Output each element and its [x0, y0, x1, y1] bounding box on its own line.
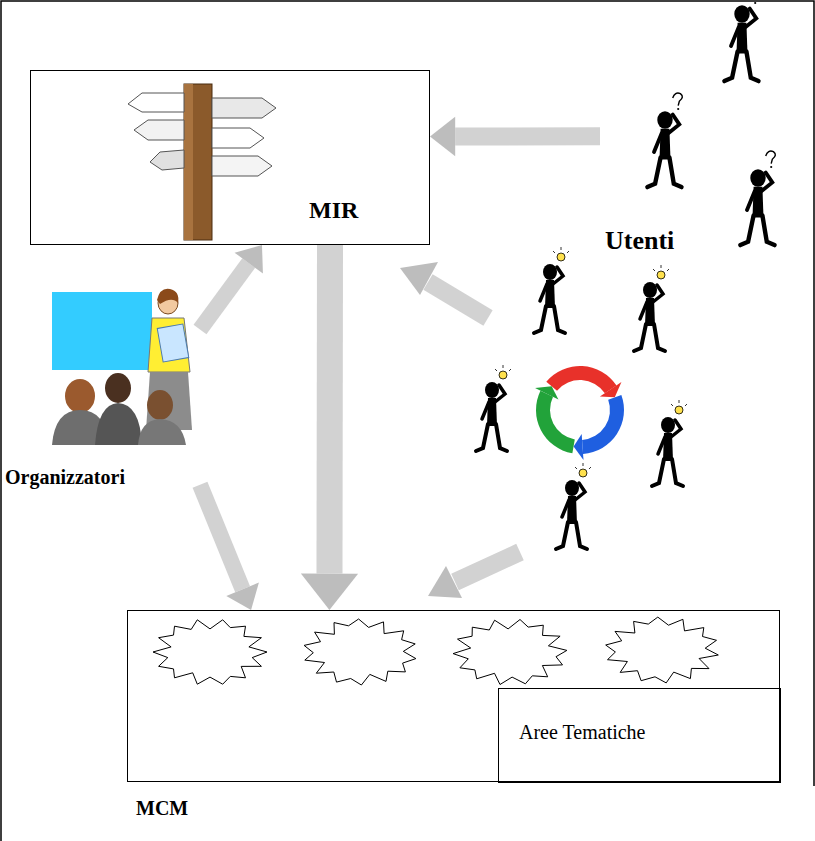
topic-burst: [606, 617, 719, 683]
node-label: MIR: [309, 197, 358, 225]
flow-arrow: [200, 245, 263, 329]
arrow-head: [430, 117, 455, 157]
arrow-shaft: [200, 485, 243, 590]
idea-person: [652, 400, 687, 486]
topic-burst: [304, 619, 416, 685]
flow-arrow: [430, 117, 600, 157]
idea-person: [634, 265, 669, 351]
community-arrows: [400, 262, 520, 598]
idea-person: [534, 247, 569, 333]
node-label: MCM: [136, 797, 188, 820]
cycle-symbol: [535, 366, 624, 460]
node-label: Aree Tematiche: [519, 721, 646, 744]
confused-person: [740, 151, 775, 245]
confused-person: [647, 93, 682, 187]
starburst-shapes: [153, 617, 718, 685]
arrow-shaft: [200, 263, 249, 329]
mcm-box: MCMAree Tematiche: [127, 610, 780, 782]
signpost-icon: [128, 84, 276, 240]
arrow-shaft: [455, 127, 600, 145]
meeting-clipart: [52, 289, 192, 445]
arrow-head: [235, 245, 263, 273]
organizers-group: Organizzatori: [5, 288, 200, 495]
mir-box: MIR: [30, 70, 430, 245]
idea-person: [556, 463, 591, 549]
arrow-head: [226, 583, 259, 610]
node-label: Utenti: [605, 226, 674, 256]
topic-burst: [453, 620, 567, 685]
node-label: Organizzatori: [5, 466, 125, 489]
flow-arrow: [301, 245, 358, 610]
users-group: Utenti: [600, 0, 810, 262]
arrow-head: [301, 574, 358, 610]
topic-areas-box: Aree Tematiche: [498, 688, 781, 783]
topic-burst: [153, 620, 267, 684]
arrow-shaft: [316, 245, 343, 574]
flow-arrow: [200, 485, 259, 610]
confused-person: [724, 0, 759, 81]
people-figures: [476, 0, 775, 549]
idea-person: [476, 365, 511, 451]
